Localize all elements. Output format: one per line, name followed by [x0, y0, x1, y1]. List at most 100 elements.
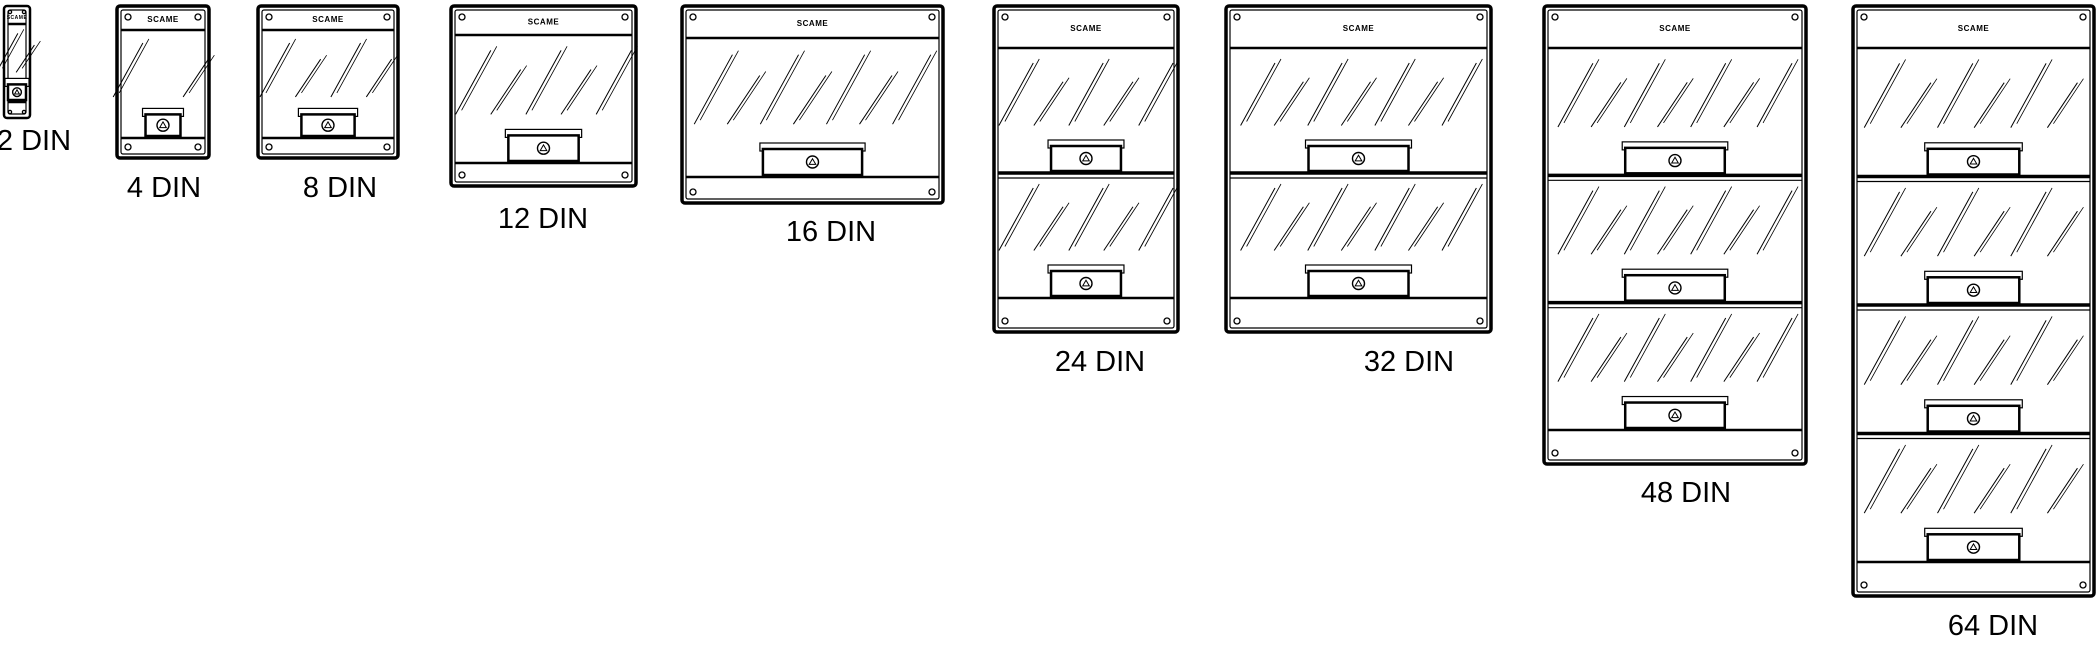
latch-handle	[1623, 273, 1727, 302]
brand-mark-text: SCAME	[797, 19, 829, 28]
screw-icon	[621, 13, 629, 21]
screw-icon	[1001, 13, 1009, 21]
glass-reflection-line	[2010, 191, 2047, 257]
enclosure-inner-frame	[1856, 9, 2091, 593]
enclosure-32-din: SCAME	[1224, 4, 1493, 334]
glass-reflection-line	[1973, 467, 2005, 514]
screw-icon	[124, 13, 132, 21]
glass-reflection-line	[560, 69, 592, 115]
screw-icon	[124, 143, 132, 151]
enclosure-48-din: SCAME	[1542, 4, 1808, 466]
glass-reflection-line	[859, 75, 893, 125]
screw-icon	[7, 109, 13, 115]
glass-reflection-line	[826, 54, 866, 125]
glass-reflection-line	[792, 75, 827, 125]
glass-reflection-line	[1623, 190, 1660, 255]
screw-icon	[1001, 317, 1009, 325]
glass-reflection-line	[1863, 320, 1901, 385]
glass-reflection-line	[15, 44, 35, 73]
glass-reflection-line	[1937, 191, 1974, 257]
glass-reflection-line	[1408, 206, 1439, 251]
glass-reflection-line	[1590, 336, 1622, 382]
lock-icon	[536, 141, 551, 155]
screw-icon	[1791, 13, 1799, 21]
glass-reflection-line	[693, 54, 733, 125]
lock-icon	[1351, 151, 1366, 166]
screw-icon	[928, 13, 936, 21]
lock-icon	[1966, 540, 1981, 554]
glass-reflection-line	[1690, 63, 1727, 128]
lock-icon	[1668, 153, 1682, 168]
glass-reflection-line	[1307, 62, 1343, 126]
screw-icon	[1476, 317, 1484, 325]
glass-reflection-line	[1138, 62, 1174, 126]
screw-icon	[7, 9, 13, 15]
enclosure-inner-frame	[685, 9, 940, 200]
glass-reflection-line	[1590, 209, 1622, 255]
glass-reflection-line	[595, 50, 632, 115]
glass-reflection-line	[1273, 81, 1304, 126]
screw-icon	[621, 171, 629, 179]
glass-reflection-line	[490, 69, 522, 115]
brand-mark-text: SCAME	[1343, 24, 1375, 33]
glass-reflection-line	[2046, 210, 2078, 257]
enclosure-inner-frame	[1547, 9, 1803, 461]
enclosure-4-din: SCAME	[112, 4, 215, 160]
glass-reflection-line	[295, 58, 322, 98]
glass-reflection-line	[1863, 448, 1901, 514]
brand-mark-text: SCAME	[147, 15, 179, 24]
enclosure-16-din: SCAME	[680, 4, 945, 205]
label-2-din: 2 DIN	[0, 125, 72, 157]
glass-reflection-line	[2046, 467, 2078, 514]
brand-mark-text: SCAME	[1958, 24, 1990, 33]
glass-reflection-line	[1657, 336, 1688, 382]
enclosure-inner-frame	[997, 9, 1175, 329]
enclosure-64-din: SCAME	[1851, 4, 2096, 598]
glass-reflection-line	[1900, 339, 1932, 385]
lock-icon	[1351, 276, 1366, 291]
lock-icon	[321, 118, 335, 132]
brand-mark-text: SCAME	[7, 15, 28, 21]
label-4-din: 4 DIN	[126, 172, 202, 204]
lock-icon	[805, 155, 820, 169]
glass-reflection-line	[1756, 317, 1793, 382]
enclosure-inner-frame	[261, 9, 395, 155]
brand-mark-text: SCAME	[1659, 24, 1691, 33]
screw-icon	[458, 171, 466, 179]
glass-reflection-line	[1557, 63, 1594, 128]
glass-reflection-line	[1723, 82, 1755, 128]
enclosure-inner-frame	[1229, 9, 1488, 329]
glass-reflection-line	[1973, 210, 2005, 257]
glass-reflection-line	[1103, 206, 1134, 251]
enclosure-24-din: SCAME	[992, 4, 1180, 334]
glass-reflection-line	[330, 42, 362, 98]
lock-icon	[156, 118, 170, 132]
screw-icon	[2079, 13, 2087, 21]
lock-icon	[1079, 151, 1093, 166]
screw-icon	[458, 13, 466, 21]
screw-icon	[21, 109, 27, 115]
brand-mark-text: SCAME	[312, 15, 344, 24]
lock-icon	[1966, 411, 1981, 426]
glass-reflection-line	[1723, 336, 1755, 382]
label-64-din: 64 DIN	[1947, 610, 2039, 642]
label-24-din: 24 DIN	[1054, 346, 1146, 378]
glass-reflection-line	[892, 54, 932, 125]
glass-reflection-line	[1973, 82, 2005, 128]
screw-icon	[265, 13, 273, 21]
glass-reflection-line	[1441, 62, 1477, 126]
glass-reflection-line	[1557, 317, 1594, 382]
screw-icon	[1163, 317, 1171, 325]
glass-reflection-line	[1033, 81, 1064, 126]
screw-icon	[1233, 13, 1241, 21]
screw-icon	[689, 188, 697, 196]
screw-icon	[194, 13, 202, 21]
label-8-din: 8 DIN	[302, 172, 378, 204]
glass-reflection-line	[1138, 187, 1174, 251]
screw-icon	[689, 13, 697, 21]
glass-reflection-line	[726, 75, 761, 125]
glass-reflection-line	[1690, 317, 1727, 382]
glass-reflection-line	[0, 33, 19, 67]
